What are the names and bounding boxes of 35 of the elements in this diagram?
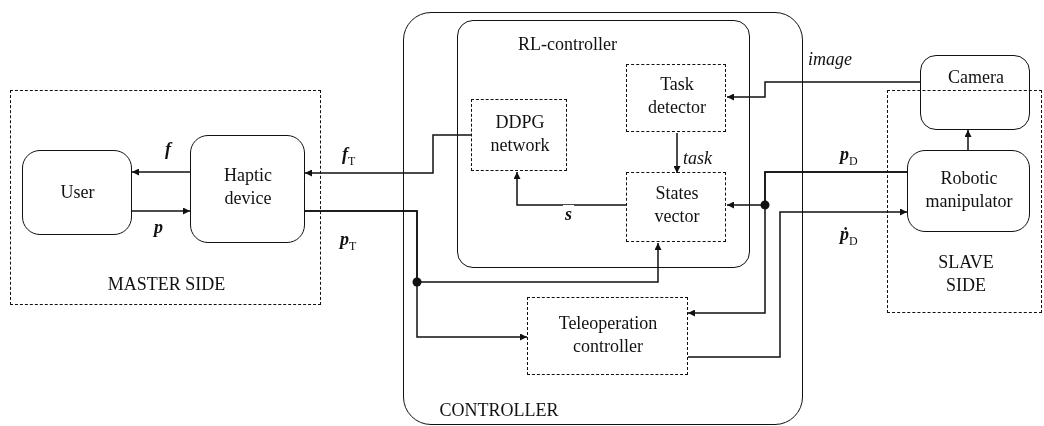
node-label: States vector [653,182,701,229]
edge-label: image [806,50,854,70]
edge-label: f [163,140,173,160]
dashed-process-box [471,99,567,171]
dashed-process-box [526,296,688,375]
arrow [964,129,972,151]
arrow [513,171,628,206]
arrow [131,168,191,176]
arrow [304,210,528,341]
node-label: Teleoperation controller [557,311,659,358]
node-label: CONTROLLER [438,399,560,422]
rounded-process-box [21,149,132,235]
rounded-process-box [920,55,1030,130]
arrow [673,132,681,174]
rounded-process-box [906,149,1030,232]
dashed-process-box [626,64,726,132]
dashed-region [887,90,1042,313]
arrow [687,171,908,317]
node-label: Haptic device [223,163,273,210]
node-label: Task detector [647,73,707,120]
arrow [131,207,191,215]
node-label: MASTER SIDE [106,273,227,296]
node-label: Robotic manipulator [924,166,1014,213]
edge-label: ṗ$_{D}$ [838,225,860,248]
node-label: RL-controller [517,32,618,56]
arrow [687,208,908,358]
node-label: DDPG network [489,111,551,158]
node-label: Camera [947,66,1005,89]
node-label: User [59,180,96,204]
dashed-process-box [626,172,726,242]
arrow [726,81,921,101]
edge-label: f$_{T}$ [340,145,358,168]
arrow [304,134,473,177]
rounded-process-box [189,134,305,243]
node-label: SLAVE SIDE [937,251,995,298]
